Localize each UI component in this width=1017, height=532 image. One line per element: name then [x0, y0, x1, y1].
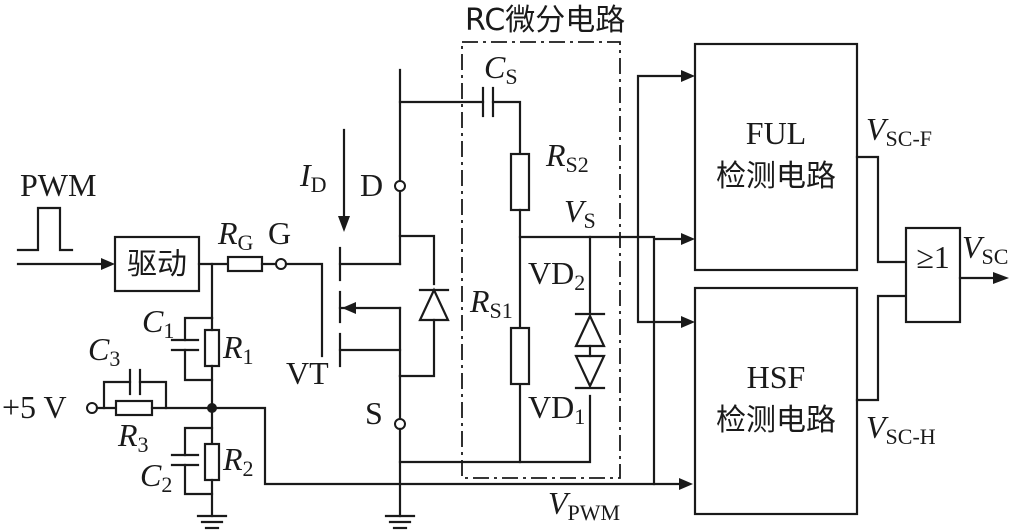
- ful-block-subtitle: 检测电路: [716, 159, 836, 194]
- r1-label: R1: [222, 329, 254, 369]
- c1-label: C1: [142, 303, 174, 343]
- rg-resistor: [226, 255, 264, 273]
- rs2-label: RS2: [545, 137, 589, 177]
- vsch-wire: [855, 294, 908, 402]
- c2-wire-bottom: [183, 463, 214, 496]
- rg-label: RG: [217, 215, 254, 255]
- id-arrow-head: [338, 216, 350, 232]
- rc-differentiator-boundary: [461, 41, 621, 479]
- driver-label: 驱动: [127, 247, 187, 282]
- vd2-label: VD2: [528, 255, 585, 295]
- gate-terminal: [275, 258, 287, 270]
- supply-terminal: [86, 402, 98, 414]
- rs1-label: RS1: [469, 283, 513, 323]
- vs-to-hsf-wire: [636, 235, 684, 324]
- vsc-output-arrow: [993, 272, 1009, 284]
- c1-wire-bottom: [183, 348, 214, 382]
- vd2-triangle: [574, 313, 606, 348]
- c3-label: C3: [88, 331, 120, 371]
- source-return-wire: [398, 394, 592, 464]
- c2-label: C2: [140, 457, 172, 497]
- c3-wire-right: [138, 380, 168, 410]
- cs-wire-right: [491, 100, 522, 156]
- supply-label: +5 V: [2, 389, 67, 425]
- vs-to-ful-arrow: [681, 70, 695, 82]
- vs-to-ful-wire: [636, 74, 684, 239]
- r3-resistor: [114, 399, 154, 417]
- vpwm-to-ful-arrow: [681, 233, 695, 245]
- id-label: ID: [299, 157, 327, 197]
- ful-block-title: FUL: [746, 115, 806, 151]
- vs-label: VS: [564, 193, 596, 233]
- or-gate: [904, 226, 962, 324]
- diagram-title: RC微分电路: [465, 3, 625, 38]
- hsf-block-subtitle: 检测电路: [716, 403, 836, 438]
- pwm-arrow: [101, 258, 115, 270]
- vscf-wire: [855, 155, 908, 264]
- cs-label: CS: [484, 49, 518, 89]
- hsf-detection-block: [693, 286, 859, 516]
- rs2-resistor: [509, 152, 531, 212]
- body-diode-wire-top: [398, 234, 436, 286]
- vd1-triangle: [574, 354, 606, 389]
- vs-to-hsf-arrow: [681, 316, 695, 328]
- vsch-label: VSC-H: [866, 409, 936, 449]
- pwm-pulse-waveform: [16, 206, 74, 252]
- body-diode-wire-bottom: [398, 318, 436, 378]
- c2-wire-top: [183, 426, 214, 457]
- r2-label: R2: [222, 441, 254, 481]
- ful-detection-block: [693, 42, 859, 272]
- vpwm-to-ful-wire: [652, 237, 684, 486]
- vscf-label: VSC-F: [866, 111, 932, 151]
- vsc-label: VSC: [962, 229, 1008, 269]
- c3-wire-left: [102, 380, 132, 410]
- gate-label: G: [268, 215, 291, 251]
- source-label: S: [365, 395, 383, 431]
- r2-resistor: [203, 442, 221, 482]
- drain-label: D: [360, 167, 383, 203]
- vpwm-label: VPWM: [548, 485, 620, 525]
- source-terminal: [394, 418, 406, 430]
- vpwm-arrow: [679, 478, 693, 490]
- c1-wire-top: [183, 316, 214, 342]
- rs1-resistor: [509, 326, 531, 386]
- gate-wire: [284, 262, 324, 358]
- drain-terminal: [394, 180, 406, 192]
- vpwm-wire: [210, 406, 682, 486]
- vd1-label: VD1: [528, 389, 585, 429]
- body-diode-triangle: [418, 287, 450, 322]
- or-gate-label: ≥1: [916, 239, 950, 275]
- r1-resistor: [203, 328, 221, 368]
- transistor-label: VT: [286, 355, 329, 391]
- mosfet-body-arrow: [342, 302, 356, 314]
- pwm-label: PWM: [20, 167, 96, 203]
- r3-label: R3: [117, 417, 149, 457]
- hsf-block-title: HSF: [747, 359, 806, 395]
